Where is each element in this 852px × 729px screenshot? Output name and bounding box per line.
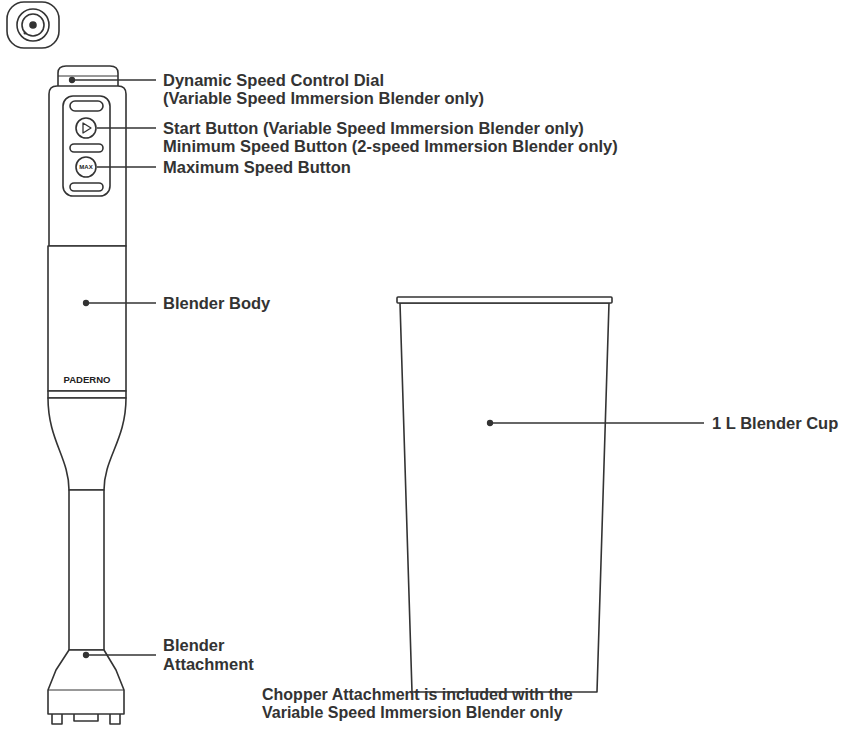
part-label: Blender Body	[163, 294, 270, 313]
leader-line	[86, 302, 156, 303]
blender-drawing	[7, 2, 612, 724]
leader-line	[97, 127, 156, 128]
leader-dot	[84, 653, 89, 658]
part-label: Blender Attachment	[163, 636, 283, 674]
top-view-dot	[24, 32, 27, 35]
dial-ridge	[58, 76, 118, 77]
note-text: Chopper Attachment is included with the …	[262, 686, 632, 723]
guard-rim	[48, 690, 124, 691]
body-collar	[48, 391, 126, 398]
start-button	[76, 118, 96, 138]
panel-bar	[70, 144, 103, 152]
leader-dot	[488, 421, 493, 426]
leader-line	[86, 654, 156, 655]
blender-cup	[400, 303, 609, 692]
part-note: (Variable Speed Immersion Blender only)	[163, 89, 484, 108]
part-label: Dynamic Speed Control Dial	[163, 71, 384, 90]
part-label: Maximum Speed Button	[163, 158, 351, 177]
part-label: 1 L Blender Cup	[712, 414, 838, 433]
handle-upper	[49, 86, 126, 246]
panel-bar	[70, 183, 103, 191]
cup-rim	[397, 297, 612, 303]
leader-line	[490, 422, 704, 423]
top-view-inner-ring	[22, 14, 44, 36]
leader-line	[72, 79, 156, 80]
leader-lines	[70, 78, 705, 658]
panel-bar	[70, 101, 103, 111]
max-button	[76, 157, 96, 177]
top-view-outline	[7, 2, 59, 48]
blade-guard	[48, 650, 124, 714]
part-label: Minimum Speed Button (2-speed Immersion …	[163, 137, 618, 156]
start-icon	[83, 123, 91, 133]
leader-dot	[84, 301, 89, 306]
top-view-ring	[17, 9, 49, 41]
button-text: MAX	[79, 164, 92, 171]
part-label: Start Button (Variable Speed Immersion B…	[163, 119, 584, 138]
leader-line	[97, 166, 156, 167]
brand-logo: PADERNO	[64, 375, 111, 386]
top-view-center	[30, 22, 36, 28]
body-taper	[48, 398, 126, 490]
speed-dial	[58, 66, 118, 88]
guard-notches	[52, 714, 120, 724]
leader-dot	[70, 78, 75, 83]
blender-shaft	[69, 490, 104, 650]
blender-body	[48, 246, 126, 391]
button-panel	[63, 96, 110, 196]
